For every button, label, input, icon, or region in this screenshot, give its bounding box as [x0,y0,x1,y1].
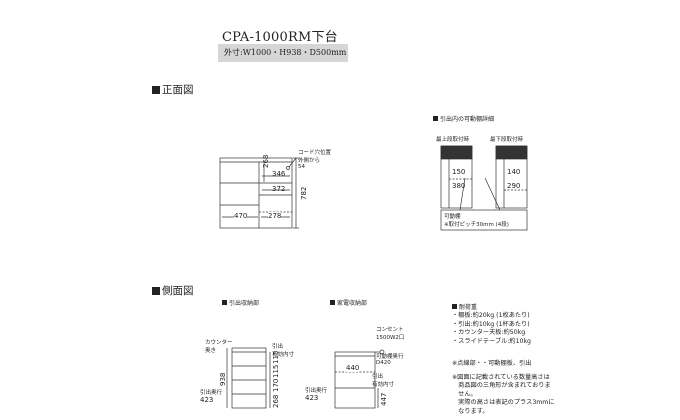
drawer-section-side [231,347,267,409]
top-mount-label: 最上段取付時 [436,137,470,143]
load-capacity-heading: 耐荷重 [452,302,477,311]
bullet-square-icon [433,116,438,121]
outer-dimensions: 外寸:W1000・H938・D500mm [218,44,348,62]
load-item: ・棚板:約20kg (1枚あたり) [452,312,530,319]
dim-782: 782 [300,186,308,200]
bullet-square-icon [330,300,335,305]
appliance-depth-440: 440 [346,364,360,372]
appliance-section-side [334,351,376,409]
drawer-height-115a: 115 [272,350,280,364]
drawer-effective-label: 引出 有効内寸 [272,344,295,358]
appliance-drawer-depth: 引出奥行 423 [305,388,328,402]
load-capacity-list: ・棚板:約20kg (1枚あたり) ・引出:約10kg (1杯あたり) ・カウン… [452,312,531,346]
load-item: ・引出:約10kg (1杯あたり) [452,320,530,328]
bullet-square-icon [452,304,457,309]
shelf-note-box [440,209,528,231]
drawer-section-heading: 引出収納部 [222,298,259,307]
dim-278: 278 [268,212,282,220]
shelf-detail-heading: 引出内の可動棚詳細 [433,114,494,123]
cord-hole-note: コード穴位置 外側から 54 [298,150,332,170]
bullet-square-icon [222,300,227,305]
drawer-height-268: 268 [272,394,280,408]
side-view-heading: 側面図 [152,283,194,298]
total-height-938: 938 [219,372,227,386]
bullet-square-icon [152,86,160,94]
dim-470: 470 [234,212,248,220]
appliance-dim-447: 447 [380,392,388,406]
bottom-dim-290: 290 [507,182,521,190]
bottom-dim-140: 140 [507,168,521,176]
drawer-depth-label: 引出奥行 423 [200,390,223,404]
dim-372: 372 [272,185,286,193]
appliance-effective-label: 引出 有効内寸 [372,374,395,388]
dim-268: 268 [262,154,270,168]
product-title: CPA-1000RM下台 [222,30,338,45]
front-view-heading: 正面図 [152,82,194,97]
top-dim-380: 380 [452,182,466,190]
drawer-height-115b: 115 [272,364,280,378]
bullet-square-icon [152,287,160,295]
counter-depth-label: カウンター 奥き [205,340,233,354]
load-item: ・カウンター天板:約50kg [452,329,526,336]
drawing-notes: ※点線部・・可動棚板、引出 ※図面に記載されている数量高さは 商品図の三角形が含… [452,360,555,415]
appliance-section-heading: 家電収納部 [330,298,367,307]
movable-shelf-depth: 可動棚奥行 D420 [376,354,404,366]
load-item: ・スライドテーブル:約10kg [452,337,531,345]
dim-346: 346 [272,170,286,178]
bottom-mount-label: 最下段取付時 [490,137,524,143]
top-dim-150: 150 [452,168,466,176]
front-cabinet-outline [219,157,293,229]
drawer-height-170: 170 [272,378,280,392]
outlet-label: コンセント 1500W2口 [376,327,405,341]
shelf-note: 可動棚 ※取付ピッチ30mm (4段) [444,214,509,228]
